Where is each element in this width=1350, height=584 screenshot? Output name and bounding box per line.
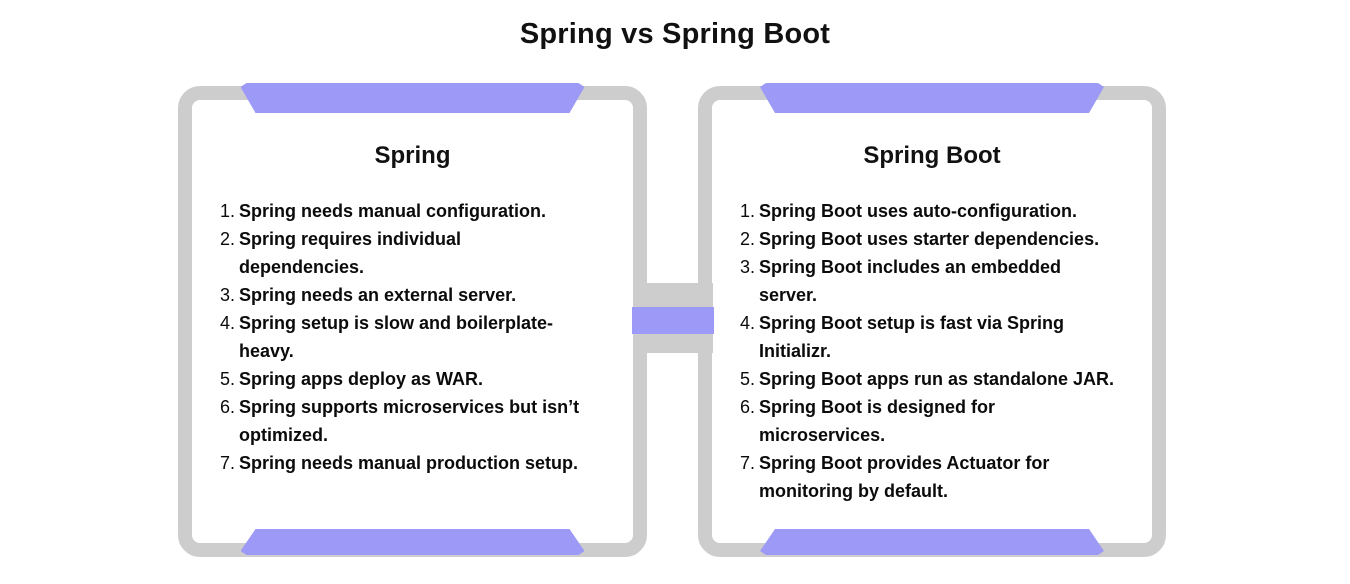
list-item-number: 5. [219, 369, 235, 389]
spring-card-top-accent-bar [241, 83, 585, 113]
list-item-number: 3. [739, 257, 755, 277]
list-item: 6. Spring Boot is designed for microserv… [738, 393, 1146, 449]
list-item: 5. Spring apps deploy as WAR. [218, 365, 627, 393]
list-item-text: Spring Boot provides Actuator for monito… [759, 453, 1050, 501]
spring-boot-card-top-accent-bar [760, 83, 1104, 113]
list-item-number: 7. [739, 453, 755, 473]
list-item-text: Spring Boot apps run as standalone JAR. [759, 369, 1115, 389]
spring-card: Spring 1. Spring needs manual configurat… [178, 86, 647, 557]
list-item-number: 4. [739, 313, 755, 333]
list-item-number: 1. [739, 201, 755, 221]
list-item-text: Spring needs manual production setup. [239, 453, 579, 473]
list-item-number: 2. [219, 229, 235, 249]
list-item-text: Spring Boot setup is fast via Spring Ini… [759, 313, 1065, 361]
list-item-text: Spring needs manual configuration. [239, 201, 547, 221]
list-item: 7. Spring needs manual production setup. [218, 449, 627, 477]
list-item: 6. Spring supports microservices but isn… [218, 393, 627, 449]
list-item: 5. Spring Boot apps run as standalone JA… [738, 365, 1146, 393]
list-item-text: Spring Boot is designed for microservice… [759, 397, 996, 445]
list-item: 3. Spring needs an external server. [218, 281, 627, 309]
card-connector-accent [632, 307, 714, 334]
list-item-text: Spring needs an external server. [239, 285, 517, 305]
list-item-number: 2. [739, 229, 755, 249]
spring-boot-card-heading: Spring Boot [863, 142, 1001, 169]
spring-boot-feature-list: 1. Spring Boot uses auto-configuration. … [712, 197, 1152, 505]
list-item-text: Spring Boot includes an embedded server. [759, 257, 1062, 305]
diagram-title: Spring vs Spring Boot [519, 18, 831, 50]
list-item-text: Spring supports microservices but isn’t … [239, 397, 580, 445]
list-item-text: Spring Boot uses auto-configuration. [759, 201, 1077, 221]
list-item-text: Spring Boot uses starter dependencies. [759, 229, 1100, 249]
list-item: 2. Spring Boot uses starter dependencies… [738, 225, 1146, 253]
list-item: 4. Spring setup is slow and boilerplate-… [218, 309, 627, 365]
list-item-text: Spring apps deploy as WAR. [239, 369, 484, 389]
list-item: 1. Spring Boot uses auto-configuration. [738, 197, 1146, 225]
list-item: 1. Spring needs manual configuration. [218, 197, 627, 225]
list-item-text: Spring requires individual dependencies. [239, 229, 462, 277]
list-item-number: 6. [219, 397, 235, 417]
list-item: 2. Spring requires individual dependenci… [218, 225, 627, 281]
list-item-number: 1. [219, 201, 235, 221]
list-item: 3. Spring Boot includes an embedded serv… [738, 253, 1146, 309]
list-item-number: 5. [739, 369, 755, 389]
list-item: 4. Spring Boot setup is fast via Spring … [738, 309, 1146, 365]
spring-boot-card: Spring Boot 1. Spring Boot uses auto-con… [698, 86, 1166, 557]
spring-card-bottom-accent-bar [241, 529, 585, 555]
list-item-number: 4. [219, 313, 235, 333]
list-item: 7. Spring Boot provides Actuator for mon… [738, 449, 1146, 505]
spring-card-heading: Spring [374, 142, 451, 169]
list-item-number: 7. [219, 453, 235, 473]
list-item-number: 6. [739, 397, 755, 417]
spring-feature-list: 1. Spring needs manual configuration. 2.… [192, 197, 633, 477]
list-item-text: Spring setup is slow and boilerplate- he… [239, 313, 554, 361]
spring-boot-card-bottom-accent-bar [760, 529, 1104, 555]
list-item-number: 3. [219, 285, 235, 305]
